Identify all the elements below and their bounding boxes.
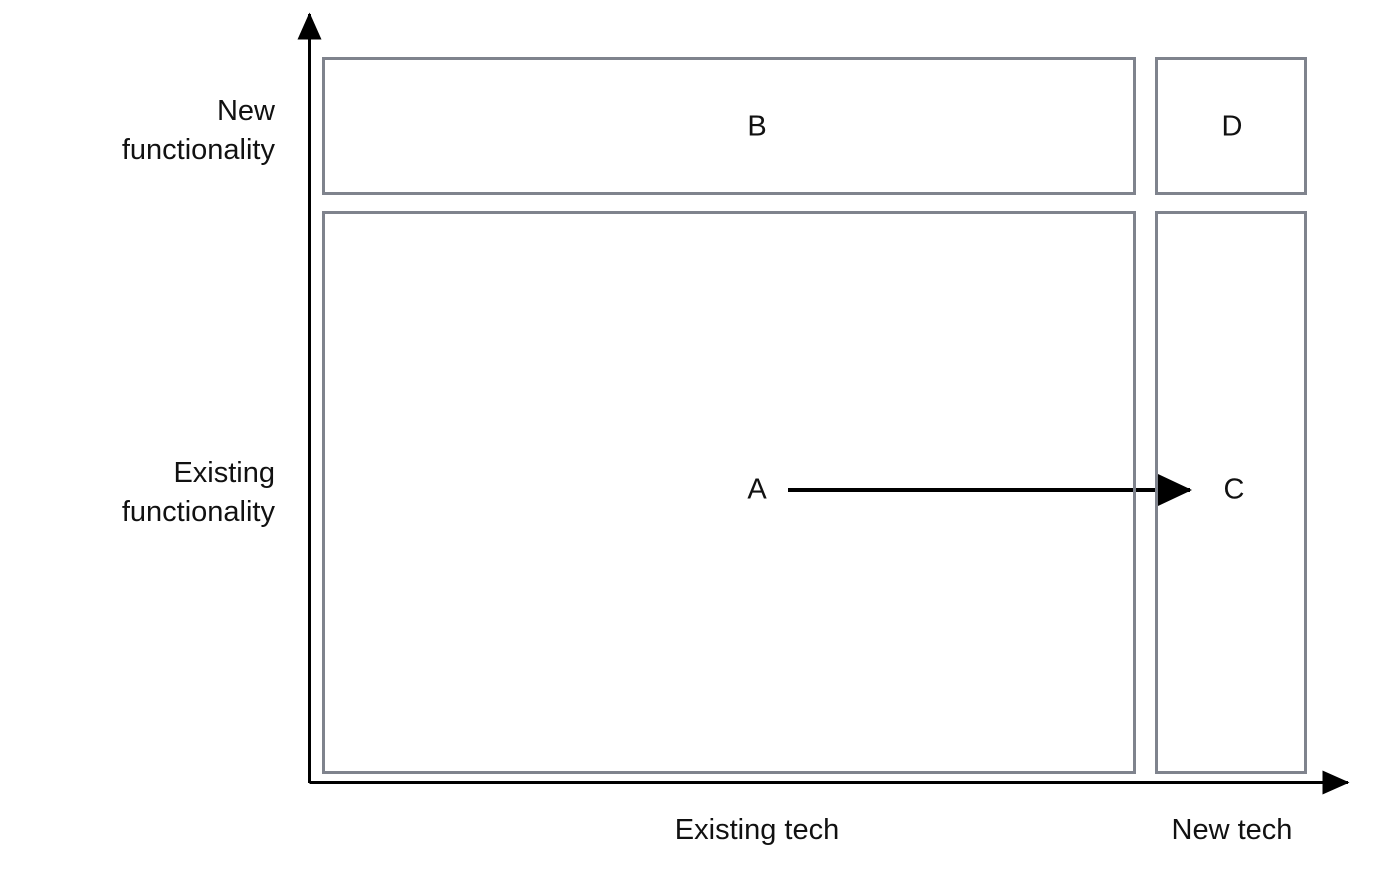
quadrant-b-box[interactable]: [322, 57, 1136, 195]
y-axis-label-new-functionality: New functionality: [121, 95, 275, 166]
x-axis-label-new-tech: New tech: [1171, 814, 1293, 846]
y-axis-label-existing-functionality: Existing functionality: [121, 457, 275, 528]
quadrant-existing-existing-box[interactable]: [322, 211, 1136, 774]
point-c-label: C: [1223, 473, 1245, 506]
x-axis-label-existing-tech: Existing tech: [674, 814, 840, 846]
quadrant-b-label: B: [747, 110, 767, 143]
quadrant-d-box[interactable]: [1155, 57, 1307, 195]
quadrant-existing-new-box[interactable]: [1155, 211, 1307, 774]
point-a-label: A: [747, 473, 767, 506]
quadrant-d-label: D: [1221, 110, 1243, 143]
